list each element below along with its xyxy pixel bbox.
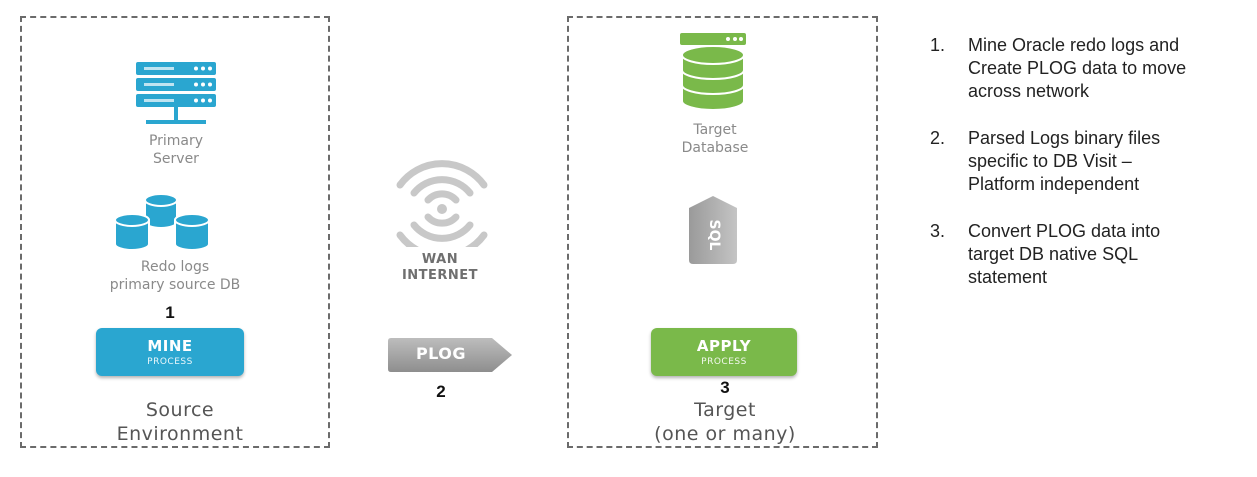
target-environment-label: Target (one or many) (654, 399, 796, 445)
redo-logs-label: Redo logs primary source DB (109, 259, 241, 293)
note-item: 3. Convert PLOG data into target DB nati… (930, 221, 1161, 287)
step-number-2: 2 (436, 382, 446, 401)
note-item: 2. Parsed Logs binary files specific to … (930, 128, 1161, 194)
target-database-icon (680, 33, 746, 111)
sql-label: SQL (706, 219, 722, 251)
source-environment-panel (20, 16, 330, 448)
target-database-label: Target Database (681, 122, 749, 156)
plog-label: PLOG (415, 344, 467, 363)
redo-logs-database-icon (114, 193, 210, 251)
target-environment-panel (567, 16, 878, 448)
process-notes-list: 1. Mine Oracle redo logs and Create PLOG… (930, 34, 1250, 313)
apply-process-box: APPLY PROCESS (651, 328, 797, 376)
note-item: 1. Mine Oracle redo logs and Create PLOG… (930, 35, 1187, 101)
step-number-1: 1 (165, 303, 175, 322)
step-number-3: 3 (720, 378, 730, 397)
source-environment-label: Source Environment (116, 399, 244, 445)
mine-process-box: MINE PROCESS (96, 328, 244, 376)
plog-arrow-icon (388, 338, 512, 372)
server-icon (136, 62, 216, 124)
wifi-icon (396, 160, 488, 247)
wan-internet-label: WAN INTERNET (401, 252, 479, 283)
sql-tag-icon (689, 196, 737, 264)
primary-server-label: Primary Server (148, 133, 204, 167)
